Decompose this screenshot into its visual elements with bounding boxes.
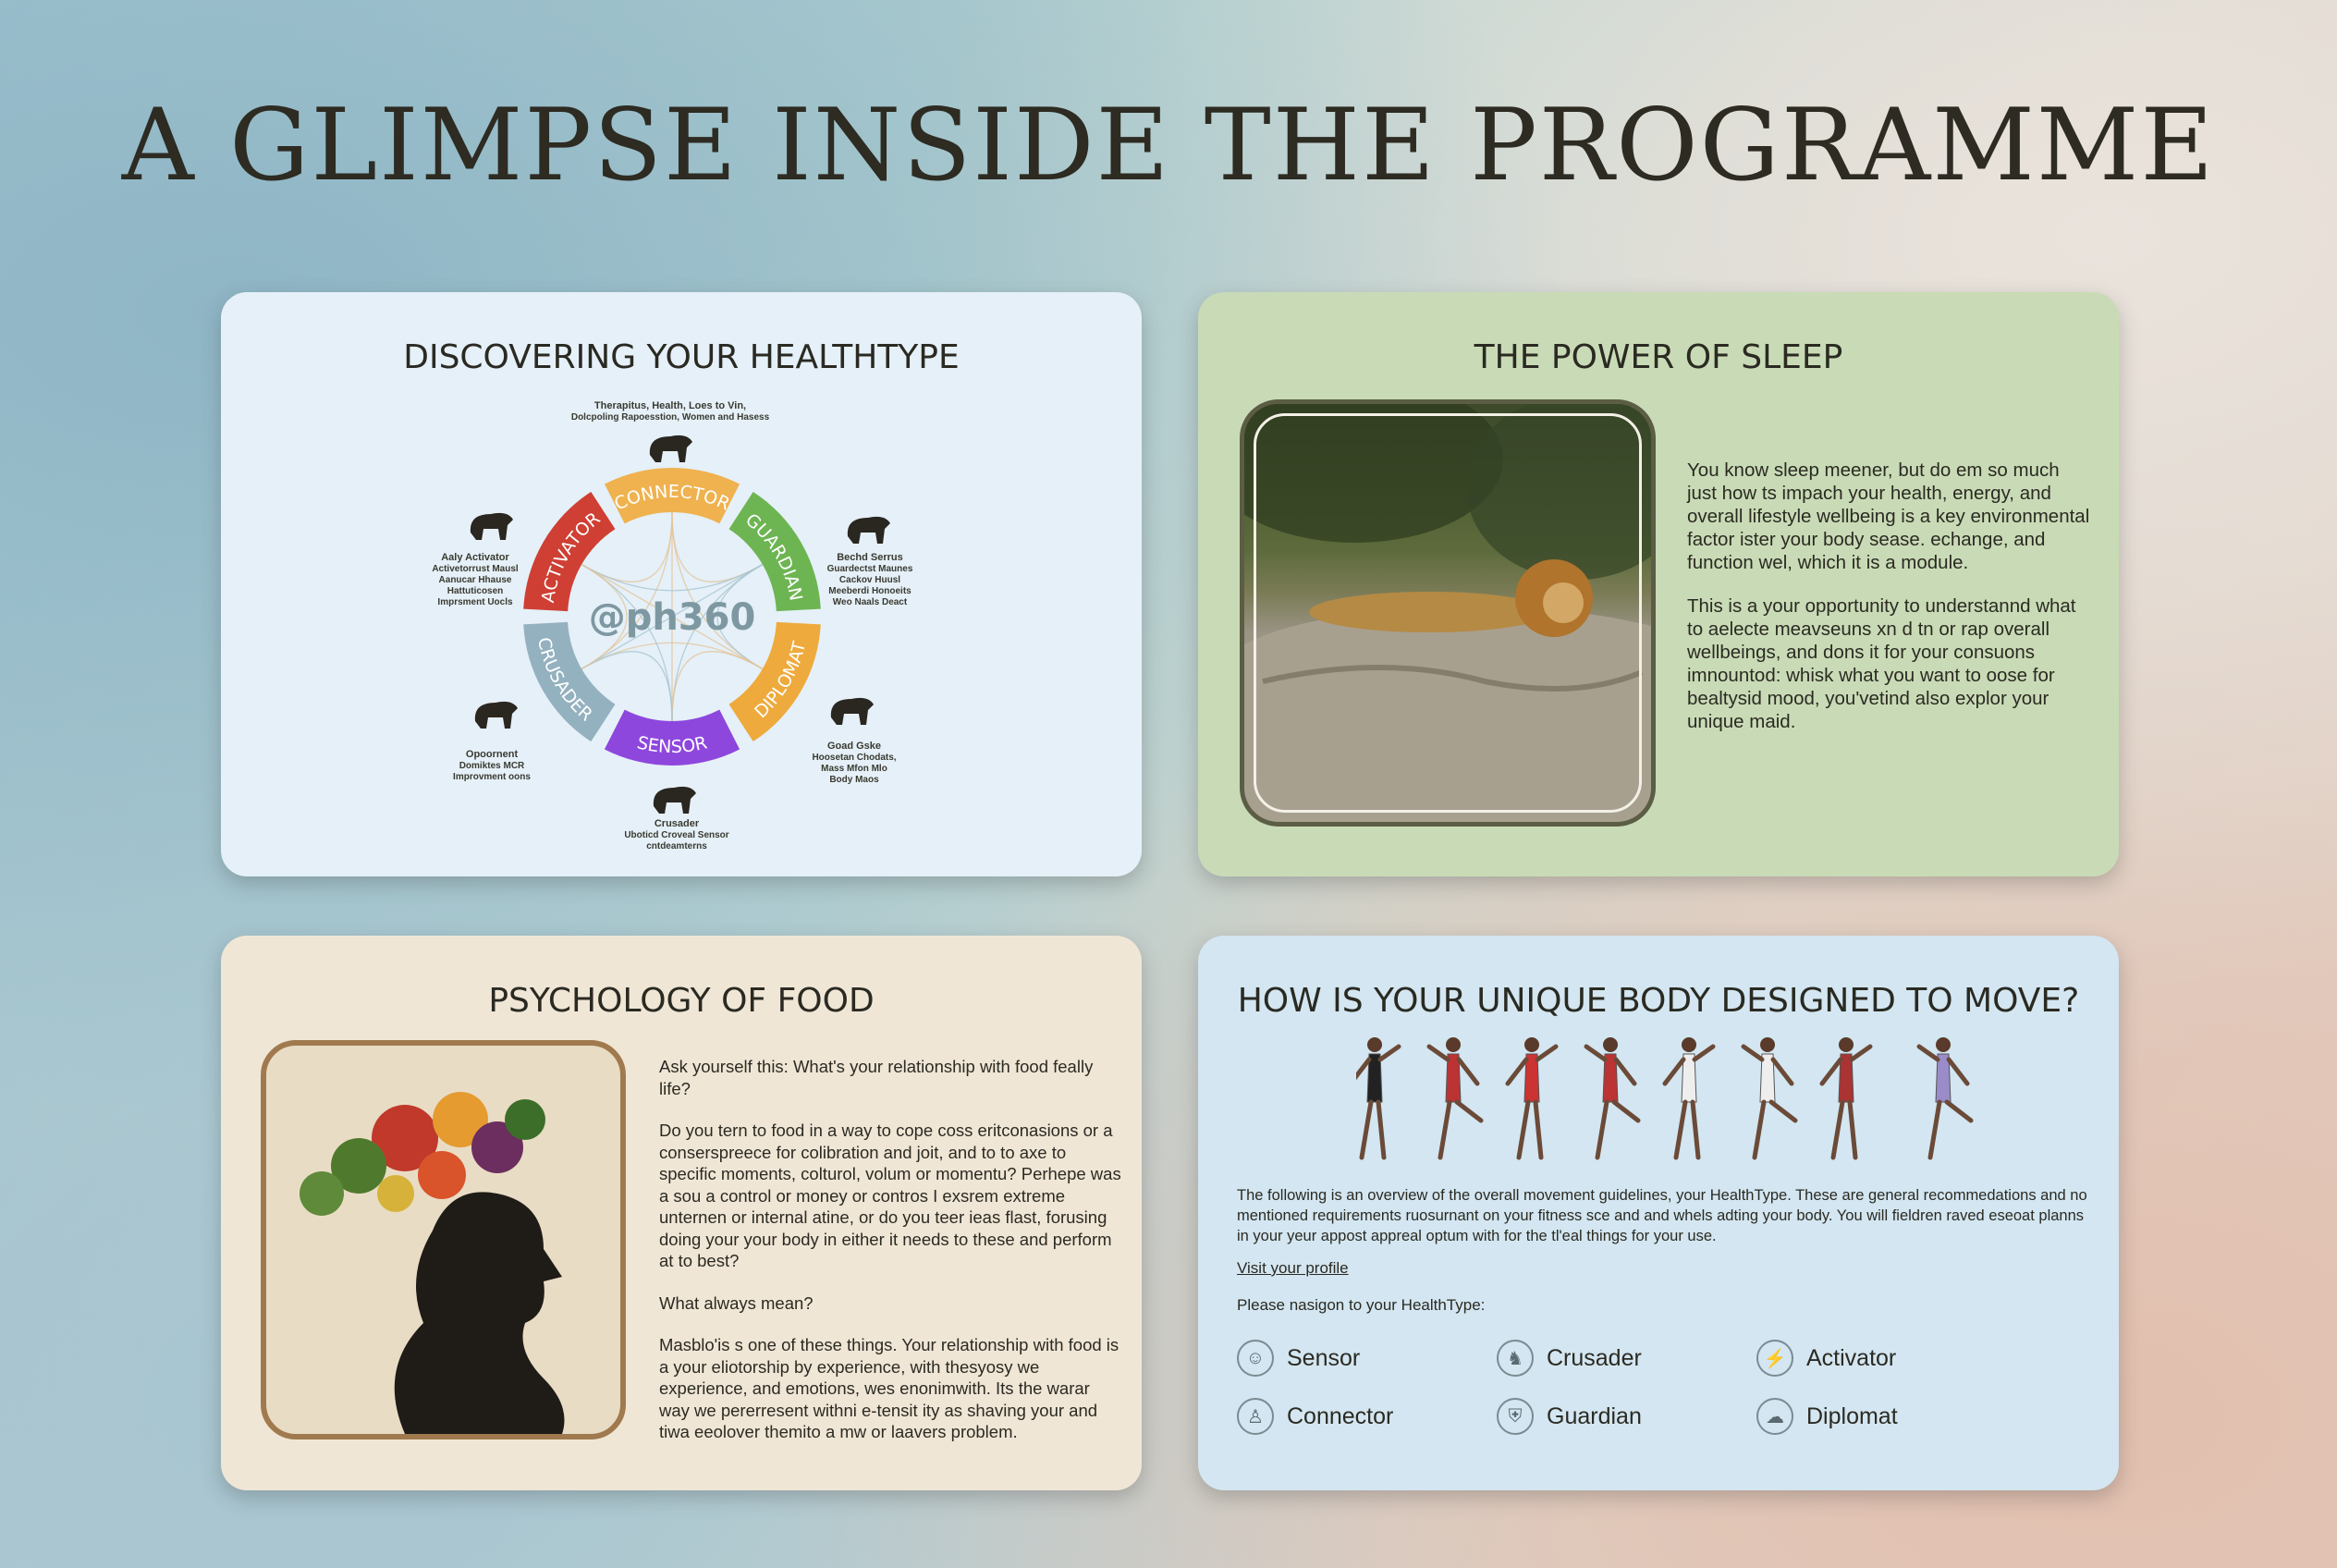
caption-right: Guardectst Maunes (827, 564, 913, 574)
option-label: Sensor (1287, 1344, 1361, 1371)
caption-bottom: Crusader (655, 818, 700, 829)
caption-right: Meeberdi Honoeits (828, 586, 912, 596)
athlete-figure (1916, 1037, 1974, 1160)
segment-sensor (604, 709, 740, 766)
bird-icon (653, 786, 696, 814)
caption-bottom: Uboticd Croveal Sensor (624, 830, 728, 840)
caption-bottom: cntdeamterns (646, 841, 707, 851)
paragraph: Ask yourself this: What's your relations… (659, 1057, 1094, 1098)
ph360-logo: @ph360 (589, 596, 756, 639)
athlete-figure (1505, 1037, 1559, 1160)
option-label: Activator (1806, 1344, 1897, 1371)
caption-bottom-right: Mass Mfon Mlo (821, 764, 887, 774)
paragraph: You know sleep meener, but do em so much… (1687, 459, 2090, 573)
healthtype-option-guardian[interactable]: ⛨ Guardian (1497, 1398, 1642, 1435)
move-paragraph: The following is an overview of the over… (1237, 1187, 2087, 1244)
athlete-figure (1741, 1037, 1798, 1160)
card-sleep: THE POWER OF SLEEP You know sleep meener… (1198, 292, 2119, 876)
paragraph: This is a your opportunity to understann… (1687, 595, 2076, 732)
horse-icon (474, 701, 518, 729)
caption-left: Hattuticosen (447, 586, 504, 596)
card-title: HOW IS YOUR UNIQUE BODY DESIGNED TO MOVE… (1237, 982, 2080, 1020)
caption-bottom-right: Body Maos (829, 775, 879, 785)
caption-right: Weo Naals Deact (833, 597, 908, 607)
paragraph: Masblo'is s one of these things. Your re… (659, 1335, 1120, 1441)
option-label: Crusader (1547, 1344, 1642, 1371)
segment-activator (523, 491, 616, 612)
sensor-icon: ☺ (1237, 1340, 1274, 1377)
food-text: Ask yourself this: What's your relations… (659, 1056, 1121, 1464)
athlete-figure (1819, 1037, 1873, 1160)
athlete-figure (1584, 1037, 1641, 1160)
bison-icon (830, 697, 874, 725)
athlete-figure (1426, 1037, 1484, 1160)
lion-image (1240, 399, 1656, 827)
healthtype-wheel: CONNECTORGUARDIANDIPLOMATSENSORCRUSADERA… (432, 400, 913, 851)
healthtype-option-connector[interactable]: ♙ Connector (1237, 1398, 1393, 1435)
segment-connector (604, 468, 740, 524)
healthtype-option-sensor[interactable]: ☺ Sensor (1237, 1340, 1360, 1377)
caption-bottom-left: Opoornent (466, 749, 519, 760)
paragraph: What always mean? (659, 1292, 814, 1313)
diplomat-icon: ☁ (1756, 1398, 1793, 1435)
paragraph: Do you tern to food in a way to cope cos… (659, 1121, 1121, 1270)
card-title: THE POWER OF SLEEP (1474, 338, 1843, 376)
caption-left: Aaly Activator (441, 552, 509, 563)
caption-left: Aanucar Hhause (439, 575, 512, 585)
athlete-figure (1356, 1037, 1401, 1160)
segment-guardian (728, 491, 821, 612)
food-head-image (261, 1040, 626, 1439)
caption-bottom-left: Improvment oons (453, 772, 531, 782)
option-label: Connector (1287, 1403, 1394, 1429)
guardian-icon: ⛨ (1497, 1398, 1534, 1435)
activator-icon: ⚡ (1756, 1340, 1793, 1377)
caption-bottom-left: Domiktes MCR (459, 761, 525, 771)
card-food: PSYCHOLOGY OF FOOD Ask yourself this: Wh… (221, 936, 1142, 1490)
caption-bottom-right: Hoosetan Chodats, (812, 753, 896, 763)
caption-top: Dolcpoling Rapoesstion, Women and Hasess (571, 412, 770, 423)
crusader-icon: ♞ (1497, 1340, 1534, 1377)
caption-right: Cackov Huusl (839, 575, 900, 585)
visit-profile-link[interactable]: Visit your profile (1237, 1259, 1349, 1277)
segment-diplomat (728, 621, 821, 742)
healthtype-option-crusader[interactable]: ♞ Crusader (1497, 1340, 1642, 1377)
movement-figures-image (1356, 1037, 1974, 1160)
card-title: DISCOVERING YOUR HEALTHTYPE (403, 338, 960, 376)
connector-icon: ♙ (1237, 1398, 1274, 1435)
healthtype-option-activator[interactable]: ⚡ Activator (1756, 1340, 1896, 1377)
sleep-text: You know sleep meener, but do em so much… (1687, 459, 2094, 753)
healthtype-option-diplomat[interactable]: ☁ Diplomat (1756, 1398, 1898, 1435)
option-label: Guardian (1547, 1403, 1642, 1429)
cat-icon (649, 435, 692, 462)
caption-bottom-right: Goad Gske (827, 741, 881, 752)
athlete-figure (1662, 1037, 1716, 1160)
segment-crusader (523, 621, 616, 742)
caption-left: Imprsment Uocls (437, 597, 513, 607)
card-move: HOW IS YOUR UNIQUE BODY DESIGNED TO MOVE… (1198, 936, 2119, 1490)
card-title: PSYCHOLOGY OF FOOD (488, 982, 875, 1020)
healthtype-prompt: Please nasigon to your HealthType: (1237, 1296, 1486, 1314)
caption-right: Bechd Serrus (837, 552, 903, 563)
caption-top: Therapitus, Health, Loes to Vin, (594, 400, 746, 411)
bear-icon (470, 512, 513, 540)
page-title: A GLIMPSE INSIDE THE PROGRAMME (121, 88, 2216, 203)
caption-left: Activetorrust Mausl (432, 564, 519, 574)
option-label: Diplomat (1806, 1403, 1898, 1429)
bear-icon (847, 516, 890, 544)
